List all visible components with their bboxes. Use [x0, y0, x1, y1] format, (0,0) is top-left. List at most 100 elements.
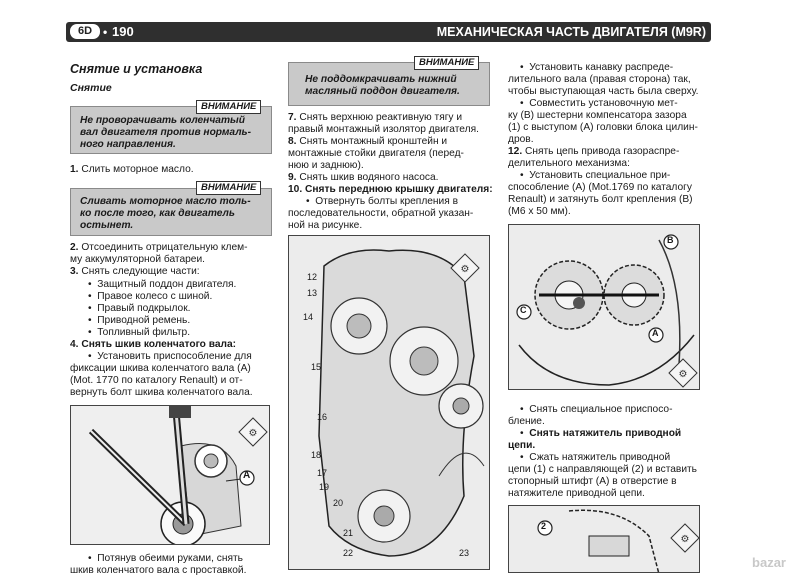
bullet-4-line: • Установить приспособление для — [88, 351, 252, 362]
section-badge: 6D — [70, 24, 100, 39]
bolt-number: 21 — [343, 528, 354, 538]
bullet-after: цепи. — [508, 440, 536, 451]
page-header — [66, 22, 711, 42]
bullet-4-line: вернуть болт шкива коленчатого вала. — [70, 387, 253, 398]
step-7-line: правый монтажный изолятор двигателя. — [288, 124, 479, 135]
bolt-number: 22 — [343, 548, 354, 558]
step-8-line: нюю и заднюю). — [288, 160, 364, 171]
figure-label-a: A — [652, 328, 659, 338]
step-4: 4. Снять шкив коленчатого вала: — [70, 339, 237, 350]
subsection-title: Снятие — [70, 82, 112, 94]
step-2-line: му аккумуляторной батареи. — [70, 254, 205, 265]
warning-3-line: Не поддомкрачивать нижний — [305, 74, 457, 85]
bolt-number: 23 — [459, 548, 470, 558]
col3-line: • Установить канавку распреде- — [520, 62, 674, 73]
step-7-line: 7. Снять верхнюю реактивную тягу и — [288, 112, 463, 123]
warning-1-line: Не проворачивать коленчатый — [80, 115, 245, 126]
bullet-item: • Правое колесо с шиной. — [88, 291, 213, 302]
figure-front-cover: ⚙ 12 13 14 15 16 18 17 19 20 21 22 23 — [288, 235, 490, 570]
bolt-number: 14 — [303, 312, 314, 322]
warning-3-line: масляный поддон двигателя. — [305, 86, 460, 97]
bolt-number: 18 — [311, 450, 322, 460]
svg-text:⚙: ⚙ — [461, 264, 470, 275]
step-8-line: 8. Снять монтажный кронштейн и — [288, 136, 448, 147]
bullet-after: бление. — [508, 416, 545, 427]
step-9: 9. Снять шкив водяного насоса. — [288, 172, 439, 183]
figure-tensioner: ⚙ 2 — [508, 505, 700, 573]
step-12-line: делительного механизма: — [508, 158, 630, 169]
bottom-line: • Потянув обеими руками, снять — [88, 553, 243, 564]
chain-tool-illustration: ⚙ — [509, 225, 699, 389]
step-1: 1. Слить моторное масло. — [70, 164, 194, 175]
bullet-item: • Топливный фильтр. — [88, 327, 191, 338]
warning-tag-2: ВНИМАНИЕ — [196, 181, 262, 195]
watermark: bazar — [752, 555, 786, 571]
figure-crank-pulley: ⚙ A — [70, 405, 270, 545]
warning-1-line: ного направления. — [80, 139, 176, 150]
bullet-item: • Приводной ремень. — [88, 315, 191, 326]
step-2-line: 2. Отсоединить отрицательную клем- — [70, 242, 248, 253]
chapter-title: МЕХАНИЧЕСКАЯ ЧАСТЬ ДВИГАТЕЛЯ (M9R) — [436, 25, 706, 39]
bullet-10-line: • Отвернуть болты крепления в — [306, 196, 459, 207]
step-3: 3. Снять следующие части: — [70, 266, 200, 277]
step-8-line: монтажные стойки двигателя (перед- — [288, 148, 464, 159]
warning-tag-1: ВНИМАНИЕ — [196, 100, 262, 114]
figure-label-2: 2 — [541, 521, 547, 531]
bottom-line: шкив коленчатого вала с проставкой. — [70, 565, 247, 576]
bullet-12-line: (М6 х 50 мм). — [508, 206, 571, 217]
bullet-4-line: (Mot. 1770 по каталогу Renault) и от- — [70, 375, 243, 386]
bullet-item: • Защитный поддон двигателя. — [88, 279, 237, 290]
step-10: 10. Снять переднюю крышку двигателя: — [288, 184, 493, 195]
bullet-12-line: Renault) и затянуть болт крепления (В) — [508, 194, 693, 205]
bullet-after: натяжителе приводной цепи. — [508, 488, 645, 499]
crank-pulley-illustration: ⚙ — [71, 406, 269, 544]
warning-2-line: Сливать моторное масло толь- — [80, 196, 251, 207]
bolt-number: 13 — [307, 288, 318, 298]
bullet-after: стопорный штифт (А) в отверстие в — [508, 476, 677, 487]
figure-label-a: A — [243, 470, 251, 481]
bolt-number: 20 — [333, 498, 344, 508]
col3-line: • Совместить установочную мет- — [520, 98, 678, 109]
bullet-4-line: фиксации шкива коленчатого вала (А) — [70, 363, 251, 374]
bullet-item: • Правый подкрылок. — [88, 303, 191, 314]
bullet-after: • Снять специальное приспосо- — [520, 404, 673, 415]
bolt-number: 15 — [311, 362, 322, 372]
figure-label-c: C — [520, 305, 527, 315]
tool-icon: ⚙ — [238, 417, 268, 447]
warning-tag-3: ВНИМАНИЕ — [414, 56, 480, 70]
col3-line: (1) с выступом (А) головки блока цилин- — [508, 122, 698, 133]
warning-box-2 — [70, 188, 272, 236]
tensioner-illustration: ⚙ — [509, 506, 699, 572]
svg-text:⚙: ⚙ — [249, 428, 258, 439]
tool-icon: ⚙ — [668, 358, 698, 388]
front-cover-illustration: ⚙ — [289, 236, 489, 569]
col3-line: дров. — [508, 134, 534, 145]
bolt-number: 12 — [307, 272, 318, 282]
bolt-number: 16 — [317, 412, 328, 422]
bullet-12-line: • Установить специальное при- — [520, 170, 671, 181]
bullet-after: • Снять натяжитель приводной — [520, 428, 682, 439]
header-separator: • — [103, 25, 108, 39]
bullet-10-line: последовательности, обратной указан- — [288, 208, 474, 219]
tool-icon: ⚙ — [670, 523, 699, 553]
bullet-10-line: ной на рисунке. — [288, 220, 363, 231]
figure-chain-tool: ⚙ B C A — [508, 224, 700, 390]
tool-icon: ⚙ — [450, 253, 480, 283]
svg-text:⚙: ⚙ — [679, 369, 688, 380]
bullet-after: • Сжать натяжитель приводной — [520, 452, 671, 463]
bolt-number: 19 — [319, 482, 330, 492]
col3-line: чтобы выступающая часть была сверху. — [508, 86, 699, 97]
page-number: 190 — [112, 24, 134, 39]
warning-box-1 — [70, 106, 272, 154]
figure-label-b: B — [667, 235, 674, 245]
step-12-line: 12. Снять цепь привода газораспре- — [508, 146, 680, 157]
section-title: Снятие и установка — [70, 62, 203, 76]
warning-2-line: остынет. — [80, 220, 134, 231]
col3-line: лительного вала (правая сторона) так, — [508, 74, 691, 85]
bullet-after: цепи (1) с направляющей (2) и вставить — [508, 464, 697, 475]
bullet-12-line: способление (А) (Mot.1769 по каталогу — [508, 182, 692, 193]
bolt-number: 17 — [317, 468, 328, 478]
warning-2-line: ко после того, как двигатель — [80, 208, 235, 219]
warning-1-line: вал двигателя против нормаль- — [80, 127, 252, 138]
col3-line: ку (В) шестерни компенсатора зазора — [508, 110, 687, 121]
